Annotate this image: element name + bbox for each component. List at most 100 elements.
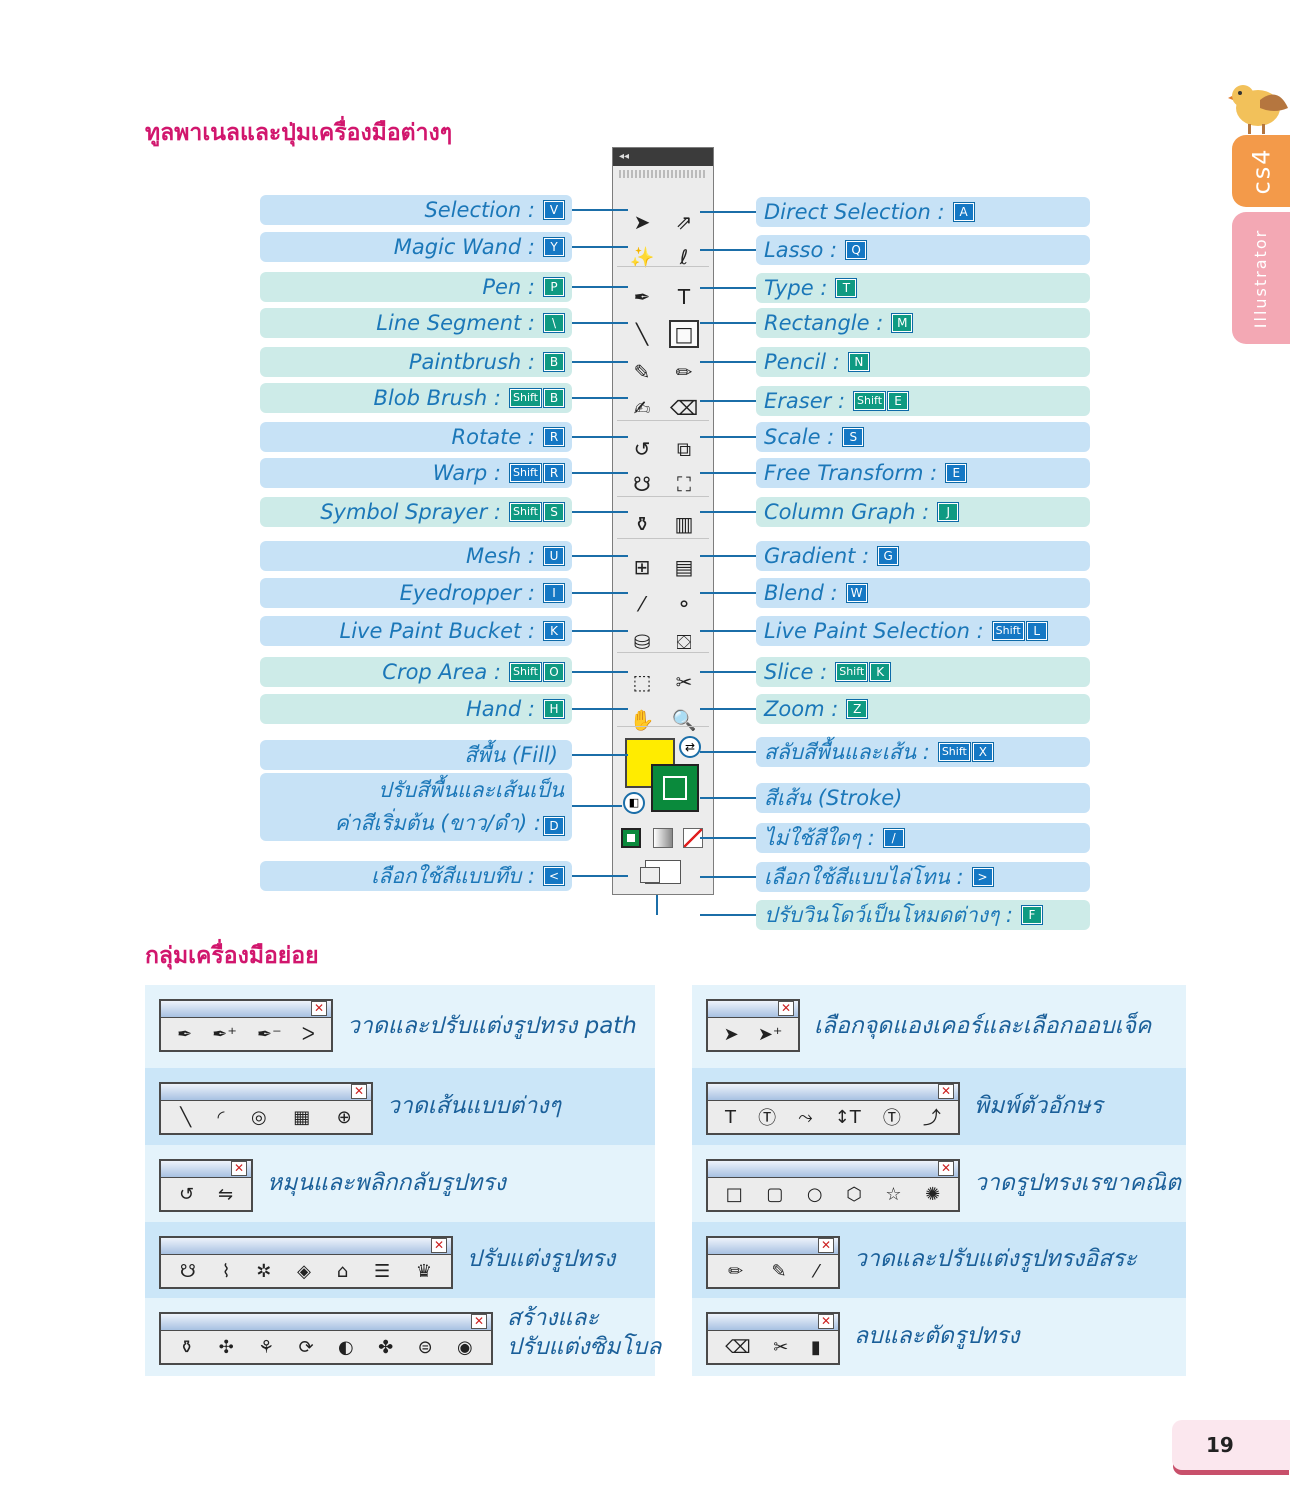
palette-titlebar[interactable]: ✕	[708, 1161, 958, 1178]
palette-titlebar[interactable]: ✕	[161, 1084, 371, 1101]
tool-icon[interactable]: ⛋	[676, 630, 692, 654]
tool-icon[interactable]: ⁄	[640, 592, 644, 616]
subtool-icon[interactable]: ╲	[180, 1106, 192, 1128]
screen-mode-button[interactable]	[640, 860, 681, 884]
subtool-icon[interactable]: ➤	[723, 1023, 739, 1045]
subtool-icon[interactable]: ✎	[771, 1260, 787, 1282]
palette-titlebar[interactable]: ✕	[161, 1001, 331, 1018]
subtool-icon[interactable]: ⤴	[922, 1108, 941, 1129]
tool-icon[interactable]: 🔍	[671, 708, 697, 732]
subtool-icon[interactable]: ◎	[251, 1106, 267, 1128]
tool-icon[interactable]: ▥	[674, 512, 694, 536]
subtool-icon[interactable]: ⌂	[336, 1260, 349, 1282]
tool-icon[interactable]: ⇗	[675, 210, 693, 234]
tool-icon[interactable]: ⊞	[633, 555, 651, 579]
subtool-icon[interactable]: Ⓣ	[758, 1108, 777, 1129]
subtool-icon[interactable]: ↕T	[834, 1106, 861, 1128]
subtool-icon[interactable]: ⌫	[725, 1336, 751, 1358]
close-icon[interactable]: ✕	[778, 1001, 794, 1016]
close-icon[interactable]: ✕	[938, 1084, 954, 1099]
subtool-icon[interactable]: ⇋	[217, 1183, 234, 1205]
subtool-icon[interactable]: ☋	[179, 1260, 196, 1282]
palette-titlebar[interactable]: ✕	[161, 1161, 251, 1178]
tool-icon[interactable]: T	[677, 285, 691, 309]
tool-icon[interactable]: ✎	[633, 360, 651, 384]
palette-titlebar[interactable]: ✕	[708, 1001, 798, 1018]
tool-icon[interactable]: ℓ	[679, 245, 689, 269]
close-icon[interactable]: ✕	[231, 1161, 247, 1176]
subtool-icon[interactable]: ⊕	[336, 1106, 352, 1128]
swap-colors-icon[interactable]: ⇄	[679, 736, 701, 758]
subtool-icon[interactable]: Ⓣ	[882, 1108, 901, 1129]
tool-icon[interactable]: ☋	[633, 472, 651, 496]
subtool-icon[interactable]: ⟳	[298, 1336, 314, 1358]
close-icon[interactable]: ✕	[351, 1084, 367, 1099]
subtool-icon[interactable]: ⤳	[798, 1106, 813, 1128]
tool-icon[interactable]: ↺	[633, 437, 651, 461]
subtool-icon[interactable]: ✤	[378, 1336, 394, 1358]
close-icon[interactable]: ✕	[818, 1314, 834, 1329]
tool-icon[interactable]: ╲	[635, 322, 649, 346]
color-mode-button[interactable]	[621, 828, 641, 848]
palette-titlebar[interactable]: ✕	[161, 1238, 451, 1255]
subtool-icon[interactable]: T	[725, 1106, 737, 1128]
subtool-icon[interactable]: ⬡	[846, 1183, 862, 1205]
default-colors-icon[interactable]: ◧	[623, 792, 645, 814]
subtool-icon[interactable]: ✺	[925, 1183, 941, 1205]
tool-icon[interactable]: ➤	[633, 210, 651, 234]
subtool-icon[interactable]: ✒	[177, 1023, 193, 1045]
subtool-icon[interactable]: ➤⁺	[757, 1023, 783, 1045]
subtool-icon[interactable]: □	[725, 1183, 743, 1205]
palette-titlebar[interactable]: ✕	[161, 1314, 491, 1331]
close-icon[interactable]: ✕	[818, 1238, 834, 1253]
tool-icon[interactable]: ⌫	[669, 396, 699, 420]
subtool-icon[interactable]: ◉	[457, 1336, 473, 1358]
subtool-icon[interactable]: ▮	[810, 1336, 821, 1358]
tool-icon[interactable]: ✨	[629, 245, 655, 269]
tool-icon[interactable]: ✍	[633, 396, 651, 420]
subtool-icon[interactable]: ▦	[293, 1106, 311, 1128]
palette-titlebar[interactable]: ✕	[708, 1238, 838, 1255]
palette-titlebar[interactable]: ✕	[708, 1084, 958, 1101]
subtool-icon[interactable]: ♛	[415, 1260, 433, 1282]
subtool-icon[interactable]: ✲	[256, 1260, 272, 1282]
subtool-icon[interactable]: ✒⁻	[257, 1023, 282, 1045]
tool-icon[interactable]: ⚱	[633, 512, 651, 536]
close-icon[interactable]: ✕	[311, 1001, 327, 1016]
subtool-icon[interactable]: ◜	[217, 1106, 225, 1128]
tool-icon[interactable]: ⧉	[676, 437, 692, 461]
tool-icon[interactable]: ▤	[674, 555, 694, 579]
subtool-icon[interactable]: ⁄	[814, 1260, 818, 1282]
tool-icon[interactable]: ⛁	[633, 630, 651, 654]
panel-grip[interactable]	[619, 170, 707, 178]
close-icon[interactable]: ✕	[471, 1314, 487, 1329]
subtool-icon[interactable]: ✒⁺	[212, 1023, 237, 1045]
close-icon[interactable]: ✕	[938, 1161, 954, 1176]
tool-icon[interactable]: ⬚	[632, 670, 652, 694]
subtool-icon[interactable]: ◐	[338, 1336, 354, 1358]
subtool-icon[interactable]: ✣	[218, 1336, 234, 1358]
subtool-icon[interactable]: ☰	[373, 1260, 391, 1282]
subtool-icon[interactable]: ⊜	[417, 1336, 433, 1358]
panel-collapse-button[interactable]: ◂◂	[613, 148, 713, 166]
subtool-icon[interactable]: ⌇	[221, 1260, 231, 1282]
tool-icon[interactable]: ✒	[633, 285, 651, 309]
subtool-icon[interactable]: ◈	[297, 1260, 311, 1282]
tool-icon[interactable]: ✂	[675, 670, 693, 694]
subtool-icon[interactable]: ⚱	[179, 1336, 195, 1358]
palette-titlebar[interactable]: ✕	[708, 1314, 838, 1331]
tool-icon[interactable]: ✏	[675, 360, 693, 384]
tool-icon[interactable]: □	[669, 320, 699, 348]
subtool-icon[interactable]: ᐳ	[301, 1023, 315, 1045]
close-icon[interactable]: ✕	[431, 1238, 447, 1253]
subtool-icon[interactable]: ☆	[885, 1183, 902, 1205]
stroke-swatch[interactable]	[651, 764, 699, 812]
tool-icon[interactable]: ✋	[629, 708, 655, 732]
subtool-icon[interactable]: ✂	[773, 1336, 789, 1358]
tool-icon[interactable]: ⛶	[677, 472, 691, 496]
subtool-icon[interactable]: ▢	[766, 1183, 784, 1205]
subtool-icon[interactable]: ↺	[178, 1183, 195, 1205]
subtool-icon[interactable]: ⚘	[258, 1336, 275, 1358]
subtool-icon[interactable]: ○	[806, 1183, 823, 1205]
tool-icon[interactable]: ⚬	[675, 592, 693, 616]
